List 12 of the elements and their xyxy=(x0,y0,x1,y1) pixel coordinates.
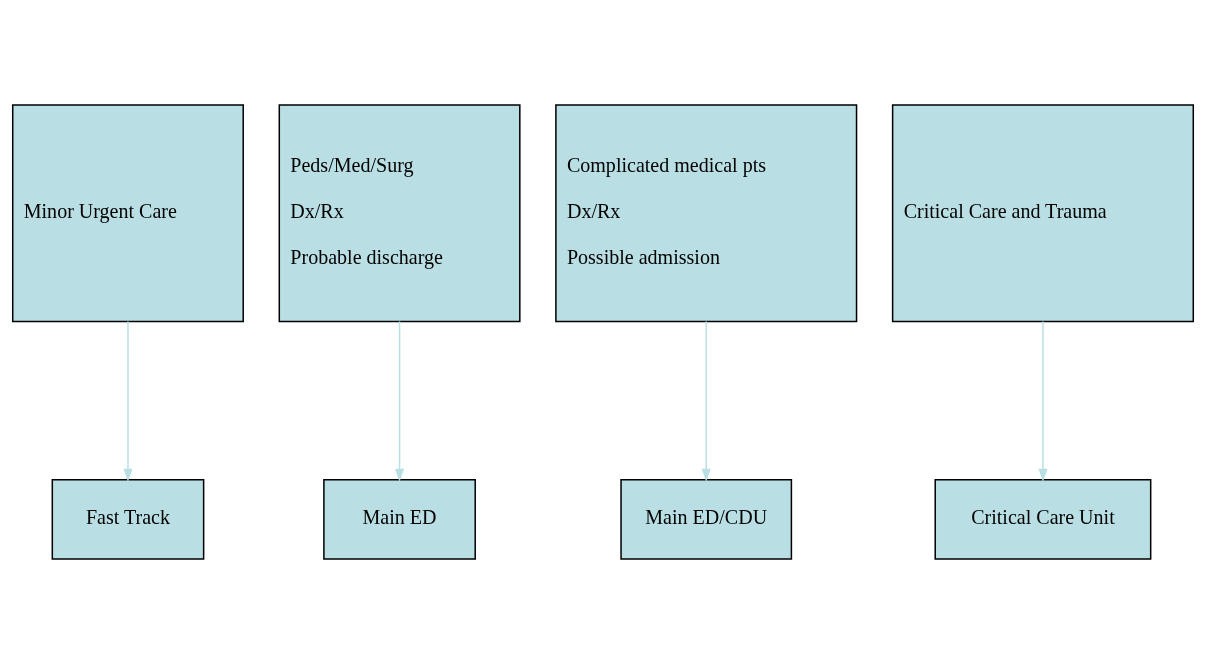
node-box: Peds/Med/Surg Dx/Rx Probable discharge xyxy=(278,104,521,323)
arrow xyxy=(123,320,133,482)
node-box: Critical Care and Trauma xyxy=(891,104,1195,323)
arrow xyxy=(701,320,711,482)
node-box: Minor Urgent Care xyxy=(11,104,244,323)
node-box: Critical Care Unit xyxy=(934,479,1152,560)
node-box: Main ED/CDU xyxy=(620,479,793,560)
arrow xyxy=(1038,320,1048,482)
node-box: Fast Track xyxy=(51,479,205,560)
node-box: Main ED xyxy=(323,479,476,560)
arrow xyxy=(395,320,405,482)
node-box: Complicated medical pts Dx/Rx Possible admission xyxy=(555,104,858,323)
